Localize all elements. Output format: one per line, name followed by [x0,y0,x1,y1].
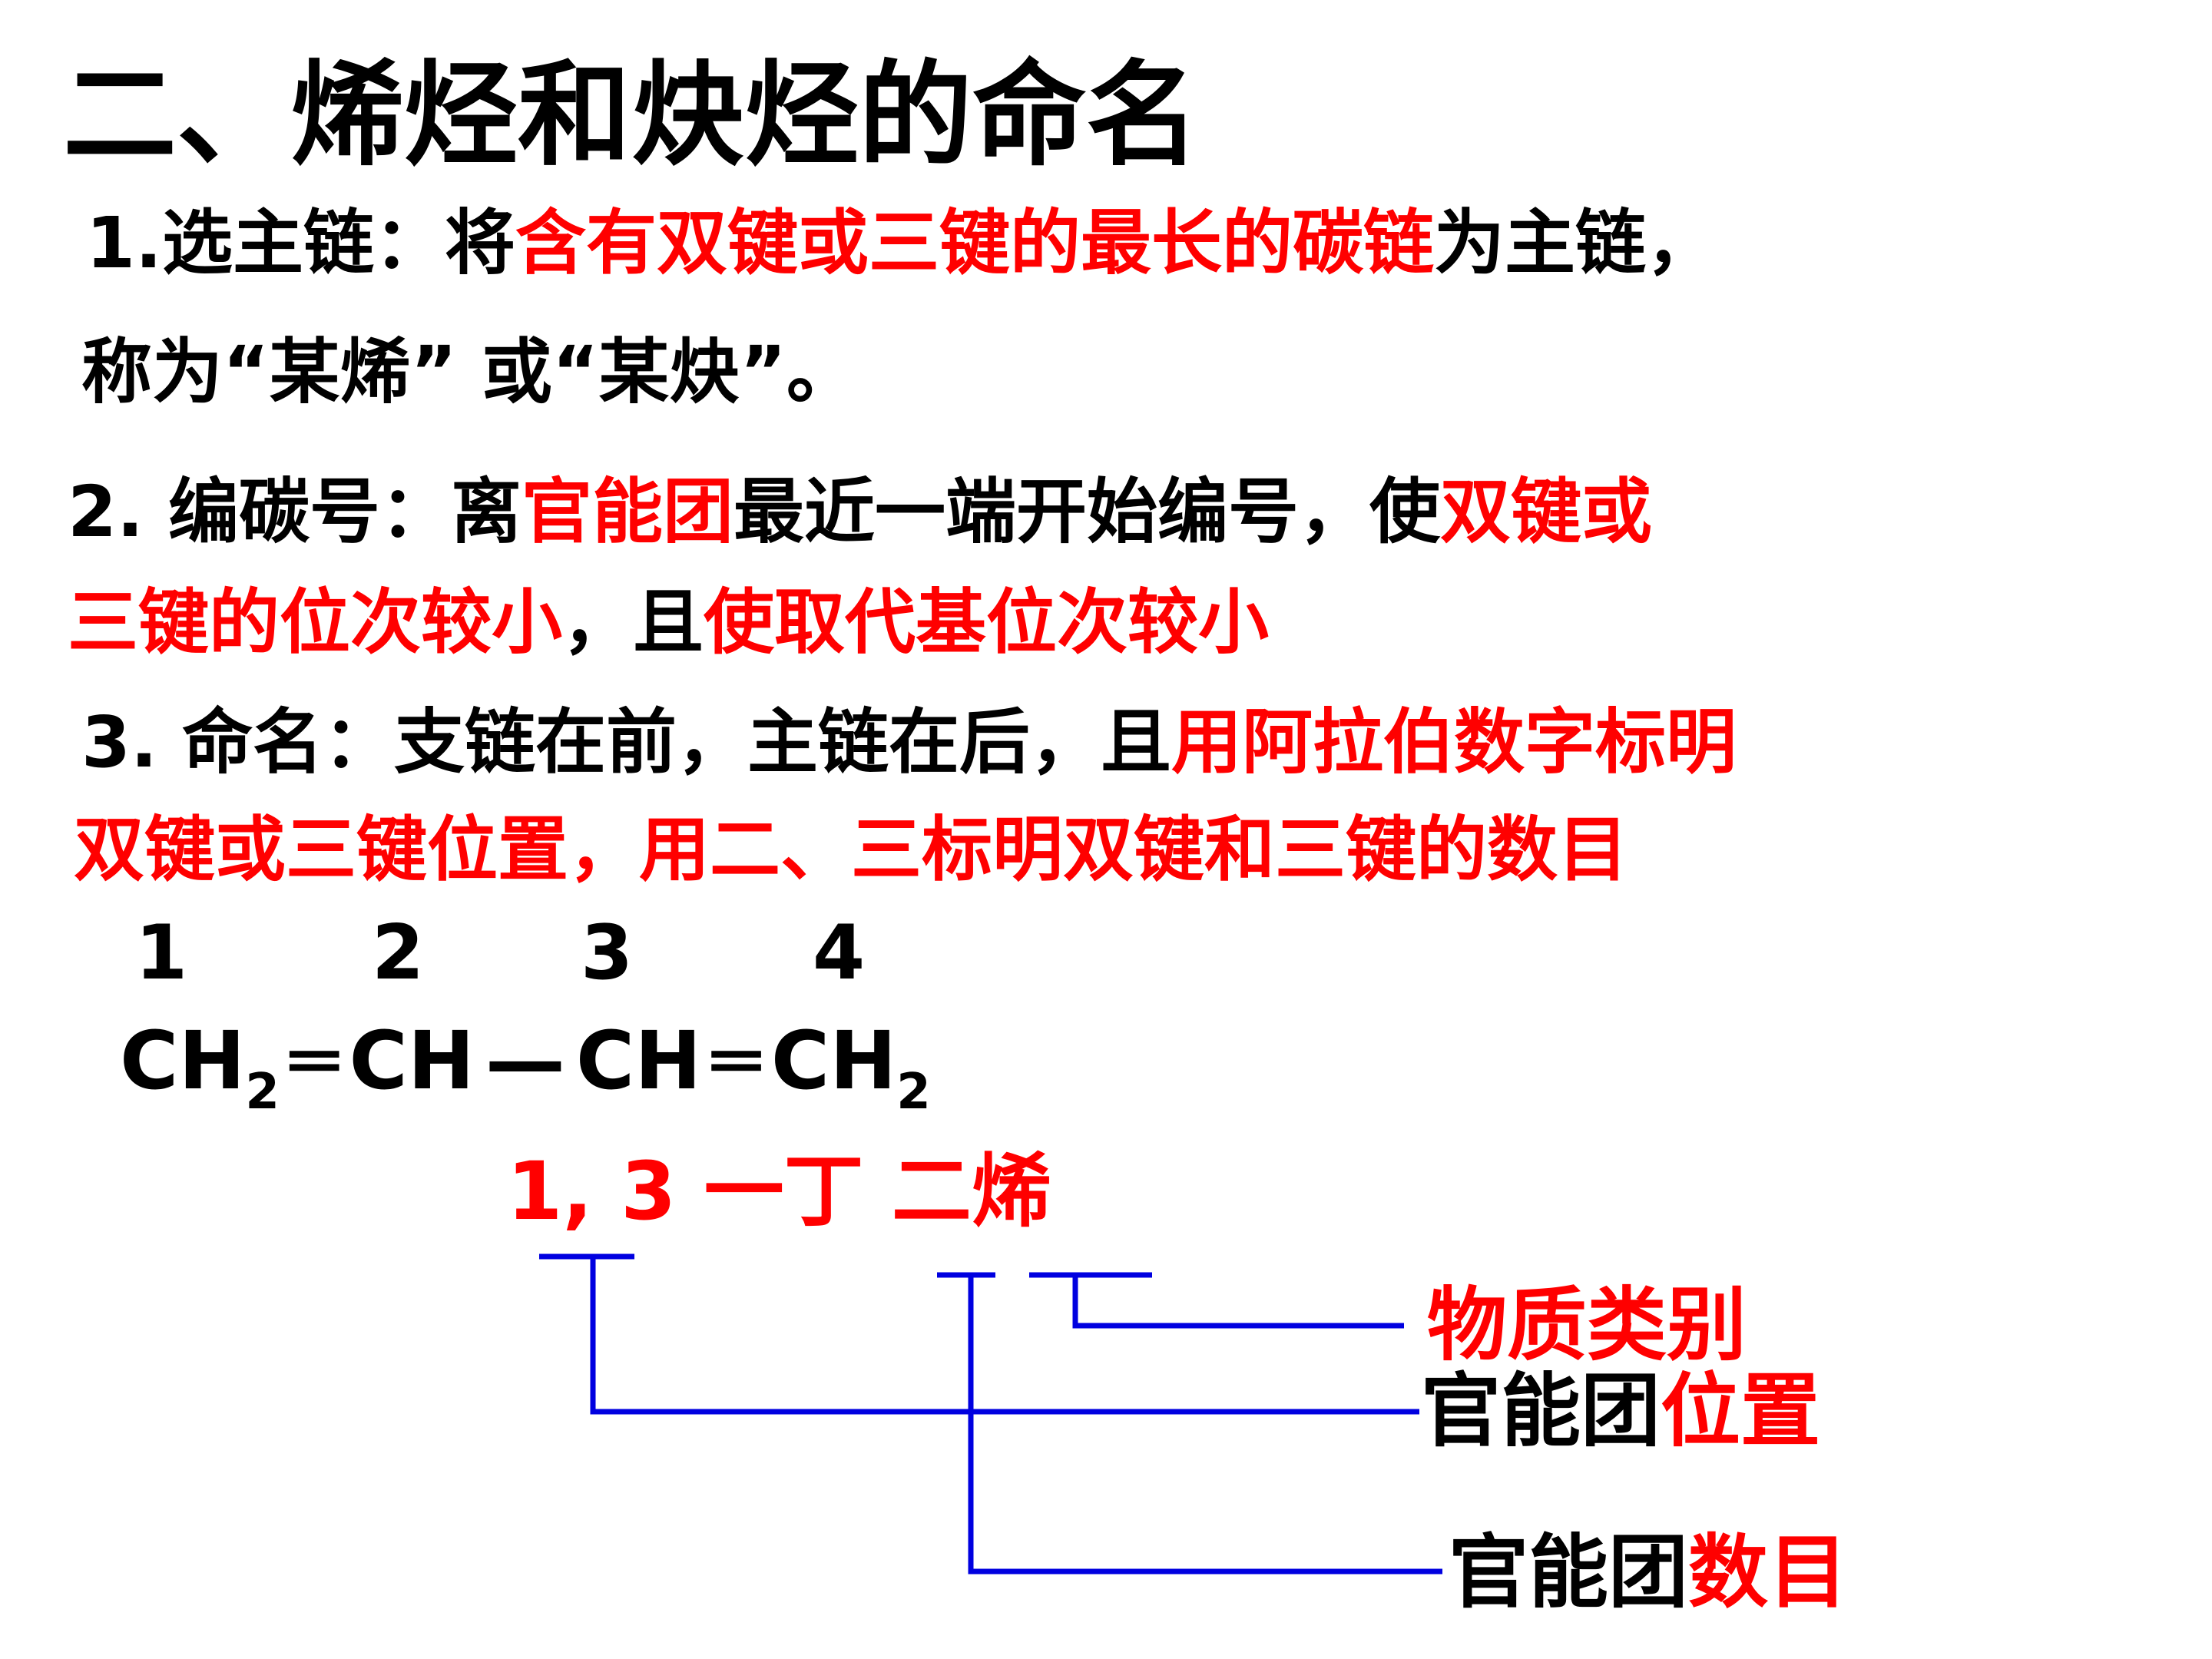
compound-name: 1, 3 一丁 二烯 [507,1144,1051,1238]
carbon-number-4: 4 [813,909,866,997]
rule1-text-b: 为主链， [1433,202,1717,284]
rule2-line2: 三键的位次较小，且使取代基位次较小 [68,581,1269,665]
rule3-text-a: 3. 命名：支链在前，主链在后，且 [81,701,1171,783]
formula-subscript-1: 2 [245,1064,280,1121]
rule1-text-a: 1.选主链：将 [86,202,515,284]
formula-group-2: CH [349,1014,475,1108]
label-substance-class: 物质类别 [1427,1278,1747,1372]
formula-group-4: CH [770,1014,897,1108]
rule3-line2: 双键或三键位置，用二、三标明双键和三键的数目 [74,809,1629,891]
rule2-functional-group: 官能团 [522,471,734,553]
rule3-emphasis-a: 用阿拉伯数字标明 [1171,701,1737,783]
label-count-suffix: 数目 [1688,1525,1849,1619]
carbon-number-2: 2 [372,909,425,997]
position-connector [590,1257,1419,1415]
rule2-emphasis-b: 三键的位次较小 [68,581,563,664]
formula-group-1: CH [120,1014,246,1108]
count-connector [968,1275,1442,1575]
double-bond-1: ═ [290,1014,339,1108]
label-position-suffix: 位置 [1661,1364,1821,1458]
double-bond-2: ═ [712,1014,760,1108]
structural-formula: CH2═CH—CH═CH2 [120,1011,931,1117]
label-functional-group-count: 官能团数目 [1449,1522,1848,1622]
rule2-emphasis-c: 使取代基位次较小 [704,581,1270,664]
label-functional-group-position: 官能团位置 [1421,1361,1820,1461]
rule2-text-a: 2. 编碳号：离 [68,471,522,553]
formula-subscript-4: 2 [896,1064,931,1121]
label-count-prefix: 官能团 [1449,1525,1689,1619]
rule2-text-b: 最近一端开始编号，使 [733,471,1441,553]
rule2-emphasis-a: 双键或 [1440,471,1653,553]
rule1-emphasis: 含有双键或三键的最长的碳链 [515,202,1434,284]
rule1-line2: 称为“某烯” 或“某炔”。 [81,331,857,413]
rule2-line1: 2. 编碳号：离官能团最近一端开始编号，使双键或 [68,470,1652,555]
label-position-prefix: 官能团 [1421,1364,1661,1458]
formula-group-3: CH [575,1014,702,1108]
single-bond: — [485,1014,565,1108]
rule1-line1: 1.选主链：将含有双键或三键的最长的碳链为主链， [86,201,1717,286]
category-connector [1072,1275,1404,1329]
page-title: 二、烯烃和炔烃的命名 [63,49,1200,181]
carbon-number-1: 1 [135,909,188,997]
rule2-text-c: ，且 [562,581,704,664]
carbon-number-3: 3 [581,909,634,997]
rule3-line1: 3. 命名：支链在前，主链在后，且用阿拉伯数字标明 [81,700,1737,785]
